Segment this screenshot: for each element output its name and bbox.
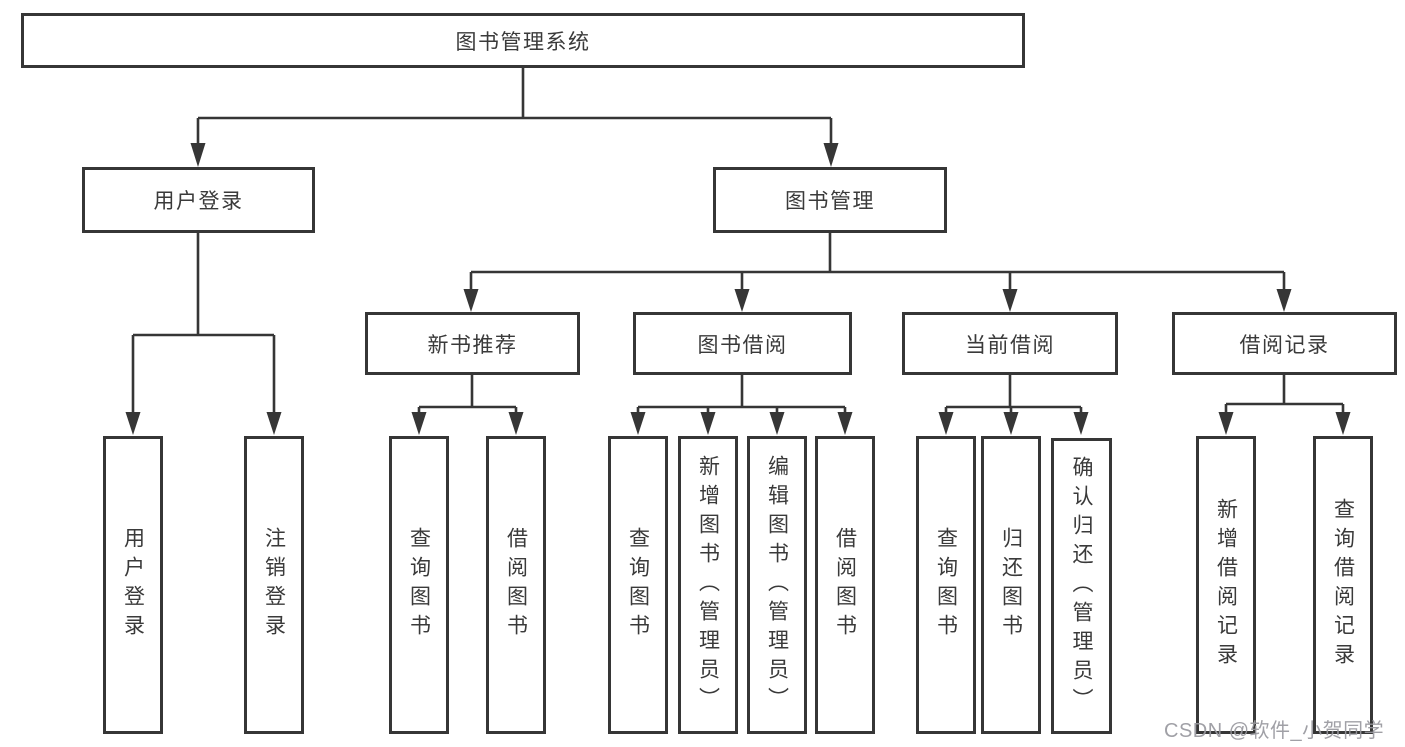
leaf-borrow-borrow: 借阅图书 — [815, 436, 875, 734]
leaf-newbook-query: 查询图书 — [389, 436, 449, 734]
leaf-label: 查询图书 — [407, 527, 431, 643]
arrowhead — [1002, 289, 1018, 312]
edge-bookborrow-to-leaves — [636, 374, 847, 413]
node-library-system: 图书管理系统 — [21, 13, 1025, 68]
arrowhead — [1218, 412, 1234, 435]
node-new-book-recommend: 新书推荐 — [365, 312, 580, 375]
arrowhead — [1276, 289, 1292, 312]
leaf-newbook-borrow: 借阅图书 — [486, 436, 546, 734]
watermark-csdn: CSDN @软件_小贺同学 — [1164, 720, 1385, 742]
arrowhead — [1073, 412, 1089, 435]
leaf-logout: 注销登录 — [244, 436, 304, 734]
leaf-label: 借阅图书 — [504, 527, 528, 643]
leaf-borrow-edit-admin: 编辑图书（管理员） — [747, 436, 807, 734]
node-current-borrow: 当前借阅 — [902, 312, 1118, 375]
leaf-borrow-add-admin: 新增图书（管理员） — [678, 436, 738, 734]
leaf-current-query: 查询图书 — [916, 436, 976, 734]
leaf-user-login: 用户登录 — [103, 436, 163, 734]
leaf-label: 确认归还（管理员） — [1070, 455, 1093, 717]
arrowhead — [823, 143, 839, 167]
arrowhead — [700, 412, 716, 435]
arrowhead — [508, 412, 524, 435]
edge-bookmgmt-to-level3 — [469, 232, 1286, 290]
edge-userlogin-to-leaves — [131, 232, 276, 413]
leaf-label: 注销登录 — [262, 527, 286, 643]
arrowhead — [463, 289, 479, 312]
arrowhead — [1335, 412, 1351, 435]
arrowhead — [411, 412, 427, 435]
edge-root-to-level2 — [196, 67, 833, 145]
edge-borrowrecord-to-leaves — [1224, 374, 1345, 413]
node-book-borrow: 图书借阅 — [633, 312, 852, 375]
edge-newbook-to-leaves — [417, 374, 518, 413]
arrowhead — [734, 289, 750, 312]
arrowhead — [190, 143, 206, 167]
node-book-management: 图书管理 — [713, 167, 947, 233]
leaf-label: 用户登录 — [121, 527, 145, 643]
leaf-current-confirm-admin: 确认归还（管理员） — [1051, 438, 1112, 734]
arrowhead — [630, 412, 646, 435]
arrowhead — [1003, 412, 1019, 435]
arrowhead — [266, 412, 282, 435]
node-borrow-records: 借阅记录 — [1172, 312, 1397, 375]
node-user-login: 用户登录 — [82, 167, 315, 233]
arrowhead — [125, 412, 141, 435]
leaf-borrow-query: 查询图书 — [608, 436, 668, 734]
leaf-label: 编辑图书（管理员） — [765, 454, 789, 716]
leaf-label: 借阅图书 — [833, 527, 857, 643]
leaf-record-query: 查询借阅记录 — [1313, 436, 1373, 734]
leaf-label: 新增图书（管理员） — [696, 454, 720, 716]
leaf-label: 查询图书 — [626, 527, 650, 643]
leaf-label: 新增借阅记录 — [1214, 498, 1238, 672]
leaf-record-add: 新增借阅记录 — [1196, 436, 1256, 734]
leaf-label: 查询图书 — [934, 527, 958, 643]
leaf-label: 查询借阅记录 — [1331, 498, 1355, 672]
edge-currentborrow-to-leaves — [944, 374, 1083, 413]
arrowhead — [769, 412, 785, 435]
arrowhead — [938, 412, 954, 435]
leaf-label: 归还图书 — [999, 527, 1023, 643]
leaf-current-return: 归还图书 — [981, 436, 1041, 734]
arrowhead — [837, 412, 853, 435]
